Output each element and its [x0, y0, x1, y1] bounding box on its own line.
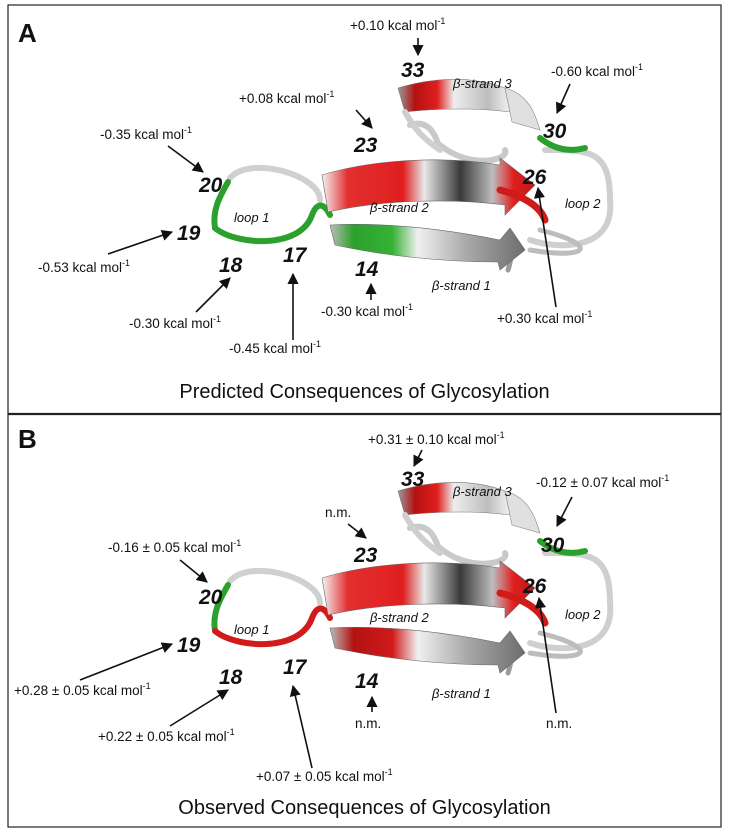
- loop-1-upper: [227, 164, 323, 203]
- residue-14: 14: [355, 670, 379, 693]
- loop-3-4: [407, 523, 509, 567]
- energy-30: -0.12 ± 0.07 kcal mol-1: [536, 473, 669, 490]
- arrow-23: [355, 109, 373, 129]
- label-loop-2: loop 2: [565, 607, 601, 622]
- loop-3-4: [407, 120, 509, 164]
- residue-18: 18: [219, 254, 243, 277]
- arrow-23: [347, 523, 367, 539]
- energy-17: +0.07 ± 0.05 kcal mol-1: [256, 767, 393, 784]
- arrow-20: [179, 559, 208, 583]
- strand-3-turn: [402, 109, 443, 153]
- arrow-26: [533, 186, 557, 308]
- energy-23: +0.08 kcal mol-1: [239, 89, 334, 106]
- strand-3-turn: [402, 512, 443, 556]
- arrow-33: [413, 449, 424, 468]
- label-strand-3: β-strand 3: [452, 484, 512, 499]
- figure-border: [7, 4, 722, 828]
- residue-20: 20: [198, 174, 223, 197]
- arrow-30: [556, 83, 571, 115]
- panel-letter: B: [18, 424, 37, 454]
- energy-14: n.m.: [355, 716, 381, 731]
- residue-26-segment: [496, 186, 549, 224]
- energy-18: +0.22 ± 0.05 kcal mol-1: [98, 727, 235, 744]
- panel-a: A β-strand 3 β-strand 2 β-strand 1 loop …: [18, 16, 643, 403]
- loop-1-lower: [212, 605, 333, 647]
- energy-19: +0.28 ± 0.05 kcal mol-1: [14, 681, 151, 698]
- residue-33: 33: [401, 59, 425, 82]
- energy-14: -0.30 kcal mol-1: [321, 302, 413, 319]
- residue-30-segment: [537, 538, 588, 556]
- residue-23: 23: [353, 134, 378, 157]
- energy-30: -0.60 kcal mol-1: [551, 62, 643, 79]
- loop-1-lower: [212, 202, 333, 244]
- arrow-19: [107, 229, 174, 255]
- energy-19: -0.53 kcal mol-1: [38, 258, 130, 275]
- residue-30-segment: [537, 135, 588, 153]
- residue-20-segment: [211, 179, 231, 231]
- residue-19: 19: [177, 222, 201, 245]
- energy-33: +0.10 kcal mol-1: [350, 16, 445, 33]
- residue-26: 26: [522, 575, 547, 598]
- label-strand-2: β-strand 2: [369, 200, 429, 215]
- label-loop-2: loop 2: [565, 196, 601, 211]
- panel-caption: Observed Consequences of Glycosylation: [178, 797, 550, 819]
- residue-17: 17: [283, 656, 308, 679]
- label-strand-3: β-strand 3: [452, 76, 512, 91]
- arrow-17: [289, 684, 313, 769]
- energy-26: +0.30 kcal mol-1: [497, 309, 592, 326]
- panel-b: B β-strand 3 β-strand 2 β-strand 1 loop …: [14, 424, 669, 819]
- residue-26: 26: [522, 166, 547, 189]
- label-strand-1: β-strand 1: [431, 278, 491, 293]
- arrow-26: [534, 596, 557, 714]
- residue-20: 20: [198, 586, 223, 609]
- residue-30: 30: [543, 120, 567, 143]
- energy-33: +0.31 ± 0.10 kcal mol-1: [368, 430, 505, 447]
- arrow-19: [79, 642, 174, 681]
- label-loop-1: loop 1: [234, 622, 269, 637]
- residue-17: 17: [283, 244, 308, 267]
- label-loop-1: loop 1: [234, 210, 269, 225]
- residue-30: 30: [541, 534, 565, 557]
- strand-1-ribbon: [329, 627, 526, 674]
- label-strand-2: β-strand 2: [369, 610, 429, 625]
- energy-23: n.m.: [325, 505, 351, 520]
- loop-1-upper: [227, 567, 323, 606]
- energy-18: -0.30 kcal mol-1: [129, 314, 221, 331]
- arrow-18: [169, 689, 229, 727]
- strand-3-arrowhead: [504, 87, 541, 131]
- residue-26-segment: [496, 589, 549, 627]
- strand-1-ribbon: [329, 224, 526, 271]
- residue-19: 19: [177, 634, 201, 657]
- arrow-30: [556, 496, 573, 527]
- arrow-20: [167, 145, 204, 173]
- arrow-18: [195, 277, 231, 313]
- panel-caption: Predicted Consequences of Glycosylation: [179, 381, 549, 403]
- label-strand-1: β-strand 1: [431, 686, 491, 701]
- energy-20: -0.16 ± 0.05 kcal mol-1: [108, 538, 241, 555]
- residue-18: 18: [219, 666, 243, 689]
- energy-26: n.m.: [546, 716, 572, 731]
- energy-17: -0.45 kcal mol-1: [229, 339, 321, 356]
- panel-letter: A: [18, 18, 37, 48]
- residue-20-segment: [211, 582, 231, 634]
- residue-23: 23: [353, 544, 378, 567]
- residue-14: 14: [355, 258, 379, 281]
- residue-33: 33: [401, 468, 425, 491]
- energy-20: -0.35 kcal mol-1: [100, 125, 192, 142]
- strand-3-arrowhead: [504, 490, 541, 534]
